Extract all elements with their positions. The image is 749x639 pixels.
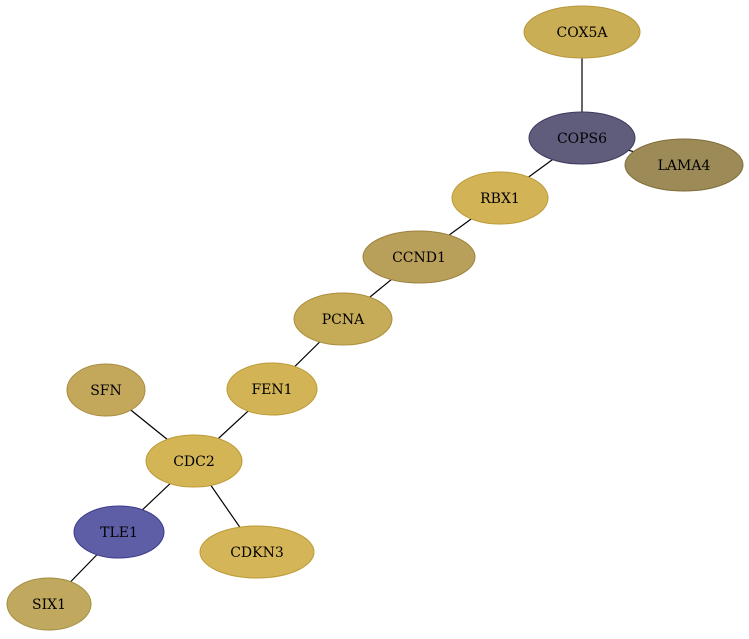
node-label-pcna: PCNA (322, 312, 365, 328)
node-ellipse-cdc2[interactable] (145, 434, 243, 488)
node-label-cox5a: COX5A (557, 25, 609, 41)
node-label-fen1: FEN1 (251, 382, 292, 398)
node-label-rbx1: RBX1 (480, 191, 520, 207)
node-ellipse-cdkn3[interactable] (199, 525, 315, 579)
node-label-six1: SIX1 (32, 597, 66, 613)
node-cdc2[interactable]: CDC2 (145, 434, 243, 488)
node-label-cdc2: CDC2 (173, 454, 215, 470)
node-rbx1[interactable]: RBX1 (451, 171, 549, 225)
node-tle1[interactable]: TLE1 (73, 505, 165, 559)
node-six1[interactable]: SIX1 (6, 577, 92, 631)
node-label-ccnd1: CCND1 (392, 250, 446, 266)
node-ellipse-lama4[interactable] (624, 138, 744, 192)
node-ellipse-cox5a[interactable] (523, 5, 641, 59)
node-ellipse-six1[interactable] (6, 577, 92, 631)
node-sfn[interactable]: SFN (66, 363, 146, 417)
node-cdkn3[interactable]: CDKN3 (199, 525, 315, 579)
node-ellipse-ccnd1[interactable] (362, 230, 476, 284)
node-ellipse-fen1[interactable] (226, 362, 318, 416)
node-fen1[interactable]: FEN1 (226, 362, 318, 416)
node-ccnd1[interactable]: CCND1 (362, 230, 476, 284)
node-label-lama4: LAMA4 (658, 158, 711, 174)
node-cox5a[interactable]: COX5A (523, 5, 641, 59)
node-pcna[interactable]: PCNA (293, 292, 393, 346)
node-label-tle1: TLE1 (100, 525, 138, 541)
node-lama4[interactable]: LAMA4 (624, 138, 744, 192)
node-cops6[interactable]: COPS6 (528, 111, 636, 165)
node-ellipse-cops6[interactable] (528, 111, 636, 165)
node-ellipse-rbx1[interactable] (451, 171, 549, 225)
node-label-sfn: SFN (90, 383, 122, 399)
node-ellipse-pcna[interactable] (293, 292, 393, 346)
node-label-cdkn3: CDKN3 (230, 545, 284, 561)
node-ellipse-tle1[interactable] (73, 505, 165, 559)
node-ellipse-sfn[interactable] (66, 363, 146, 417)
node-label-cops6: COPS6 (557, 131, 607, 147)
